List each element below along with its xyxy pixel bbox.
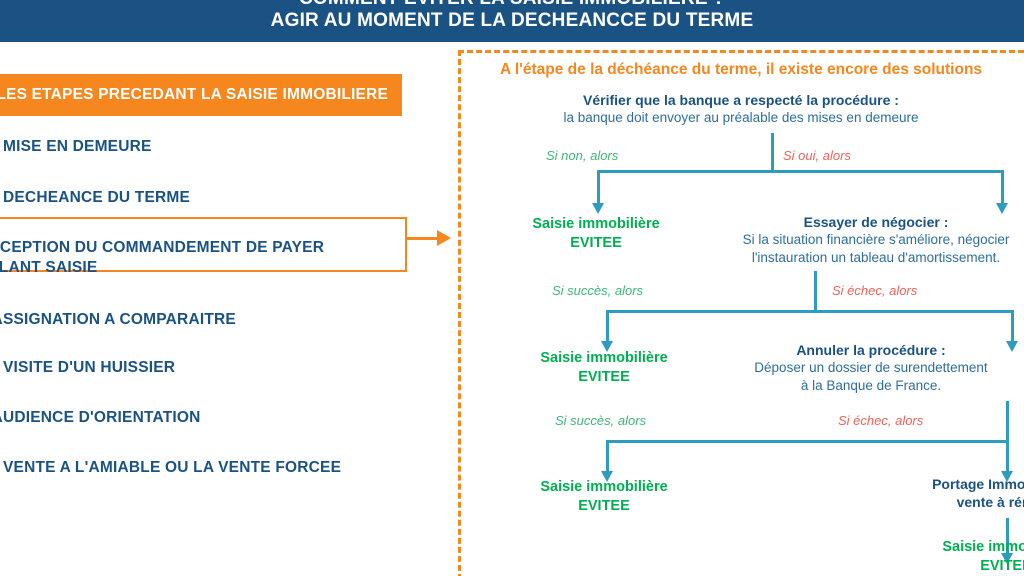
sidebar-item-audience-orientation[interactable]: L'AUDIENCE D'ORIENTATION — [0, 409, 201, 426]
node-negocier-head: Essayer de négocier : — [803, 214, 949, 230]
condition-si-non-alors: Si non, alors — [546, 148, 619, 163]
sidebar-item-mise-en-demeure[interactable]: LA MISE EN DEMEURE — [0, 138, 152, 155]
sidebar-item-visite-huissier[interactable]: LA VISITE D'UN HUISSIER — [0, 359, 176, 376]
node-annuler-la-procedure: Annuler la procédure : Déposer un dossie… — [726, 341, 1016, 395]
node-saisie-evitee-1-line-1: Saisie immobilière — [532, 216, 660, 232]
connector-annuler-stem — [1006, 401, 1009, 443]
node-verifier-procedure: Vérifier que la banque a respecté la pro… — [461, 91, 1021, 127]
node-annuler-body-2: à la Banque de France. — [800, 378, 942, 394]
node-saisie-evitee-4: Saisie immobilière EVITEE — [881, 538, 1024, 576]
header-title-line-1: COMMENT EVITER LA SAISIE IMMOBILIERE ? — [0, 0, 1024, 10]
node-saisie-evitee-4-line-1: Saisie immobilière — [942, 539, 1024, 555]
sidebar-title: LES ETAPES PRECEDANT LA SAISIE IMMOBILIE… — [0, 74, 402, 116]
connector-level1-bar-left — [597, 170, 774, 173]
node-saisie-evitee-1-line-2: EVITEE — [570, 235, 622, 252]
node-verifier-body: la banque doit envoyer au préalable des … — [563, 110, 919, 126]
node-saisie-evitee-3: Saisie immobilière EVITEE — [479, 478, 729, 516]
sidebar-item-decheance-du-terme[interactable]: LA DECHEANCE DU TERME — [0, 189, 191, 206]
arrowhead-level1-right-icon — [996, 203, 1008, 214]
connector-level3-left-drop — [606, 440, 609, 473]
arrowhead-level2-right-icon — [1006, 341, 1018, 352]
node-annuler-body-1: Déposer un dossier de surendettement — [754, 360, 988, 376]
sidebar-to-panel-connector-line — [405, 237, 447, 240]
connector-root-stem — [771, 133, 774, 173]
connector-level2-right-drop — [1011, 310, 1014, 343]
arrowhead-level3-left-icon — [601, 471, 613, 482]
node-saisie-evitee-2: Saisie immobilière EVITEE — [479, 349, 729, 387]
condition-si-echec-alors-2: Si échec, alors — [838, 413, 924, 428]
arrowhead-level2-left-icon — [601, 341, 613, 352]
node-annuler-head: Annuler la procédure : — [796, 342, 946, 358]
sidebar-item-commandement-de-payer[interactable]: RECEPTION DU COMMANDEMENT DE PAYER VALAN… — [0, 238, 408, 278]
connector-level1-left-drop — [597, 170, 600, 205]
node-negocier-body-1: Si la situation financière s'améliore, n… — [742, 232, 1010, 248]
sidebar-item-commandement-line-2: VALANT SAISIE — [0, 258, 98, 276]
connector-negocier-stem — [814, 271, 817, 313]
sidebar-to-panel-arrow-icon — [437, 230, 451, 246]
node-portage-line-1: Portage Immobilier ou — [932, 476, 1024, 492]
node-portage-line-2: vente à réméré — [956, 494, 1024, 511]
node-saisie-evitee-4-line-2: EVITEE — [980, 558, 1024, 575]
node-saisie-evitee-2-line-1: Saisie immobilière — [540, 350, 668, 366]
connector-level3-right-drop — [1006, 440, 1009, 473]
node-saisie-evitee-1: Saisie immobilière EVITEE — [471, 215, 721, 253]
sidebar-item-commandement-line-1: RECEPTION DU COMMANDEMENT DE PAYER — [0, 239, 325, 256]
connector-level2-left-drop — [606, 310, 609, 343]
solutions-panel: A l'étape de la déchéance du terme, il e… — [458, 50, 1024, 576]
panel-title: A l'étape de la déchéance du terme, il e… — [499, 61, 983, 78]
arrowhead-level3-right-icon — [1001, 471, 1013, 482]
node-essayer-de-negocier: Essayer de négocier : Si la situation fi… — [731, 213, 1021, 267]
header-title-line-2: AGIR AU MOMENT DE LA DECHEANCCE DU TERME — [270, 10, 754, 31]
node-saisie-evitee-3-line-1: Saisie immobilière — [540, 479, 668, 495]
condition-si-succes-alors-2: Si succès, alors — [555, 413, 647, 428]
node-verifier-head: Vérifier que la banque a respecté la pro… — [583, 92, 899, 108]
connector-portage-stem — [1006, 518, 1009, 556]
node-saisie-evitee-3-line-2: EVITEE — [578, 498, 630, 515]
page-header: COMMENT EVITER LA SAISIE IMMOBILIERE ? A… — [0, 0, 1024, 42]
connector-level2-bar-right — [814, 310, 1014, 313]
arrowhead-final-icon — [1001, 553, 1013, 564]
steps-sidebar: LES ETAPES PRECEDANT LA SAISIE IMMOBILIE… — [0, 42, 451, 576]
condition-si-succes-alors-1: Si succès, alors — [552, 283, 644, 298]
node-portage-immobilier: Portage Immobilier ou vente à réméré — [881, 475, 1024, 512]
condition-si-oui-alors: Si oui, alors — [783, 148, 851, 163]
connector-level3-bar — [606, 440, 1009, 443]
arrowhead-level1-left-icon — [592, 203, 604, 214]
connector-level1-bar-right — [771, 170, 1004, 173]
sidebar-item-vente-amiable-ou-forcee[interactable]: LA VENTE A L'AMIABLE OU LA VENTE FORCEE — [0, 459, 342, 476]
node-saisie-evitee-2-line-2: EVITEE — [578, 369, 630, 386]
condition-si-echec-alors-1: Si échec, alors — [832, 283, 918, 298]
connector-level1-right-drop — [1001, 170, 1004, 205]
sidebar-item-assignation-a-comparaitre[interactable]: L'ASSIGNATION A COMPARAITRE — [0, 311, 236, 328]
connector-level2-bar-left — [606, 310, 816, 313]
node-negocier-body-2: l'instauration un tableau d'amortissemen… — [751, 250, 1001, 266]
sidebar-highlight-box — [0, 217, 407, 272]
